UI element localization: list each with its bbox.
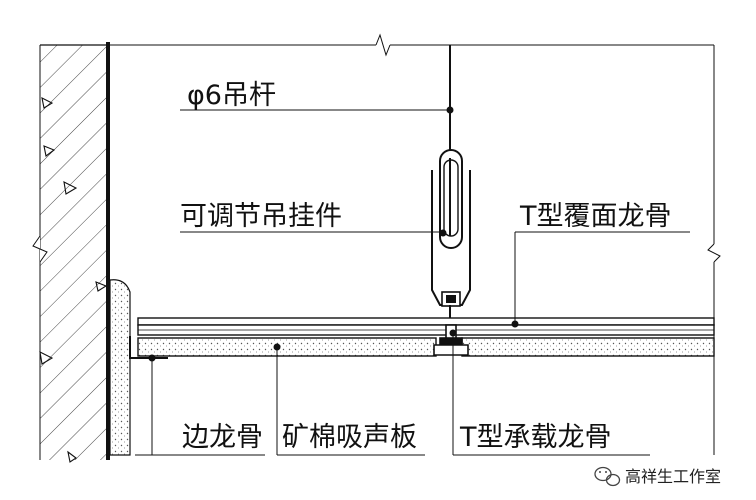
watermark-text: 高祥生工作室 [625,467,721,486]
leader-lines [135,109,715,456]
concrete-wall [32,44,108,463]
adjustable-hanger [431,149,471,325]
label-t-cover-keel: T型覆面龙骨 [519,201,672,232]
label-hanger-rod: φ6吊杆 [187,80,276,111]
t-cover-keel-strip [137,317,715,336]
label-edge-keel: 边龙骨 [182,422,263,453]
label-adjustable-hanger: 可调节吊挂件 [180,201,342,232]
wechat-icon [594,466,621,487]
wall-render [109,279,131,456]
label-t-main-keel: T型承载龙骨 [459,422,612,453]
hanger-marker [439,229,447,237]
ceiling-slab-line [108,33,714,57]
watermark: 高祥生工作室 [594,466,721,487]
label-mineral-wool-board: 矿棉吸声板 [282,422,417,453]
mineral-wool-boards [137,337,715,357]
